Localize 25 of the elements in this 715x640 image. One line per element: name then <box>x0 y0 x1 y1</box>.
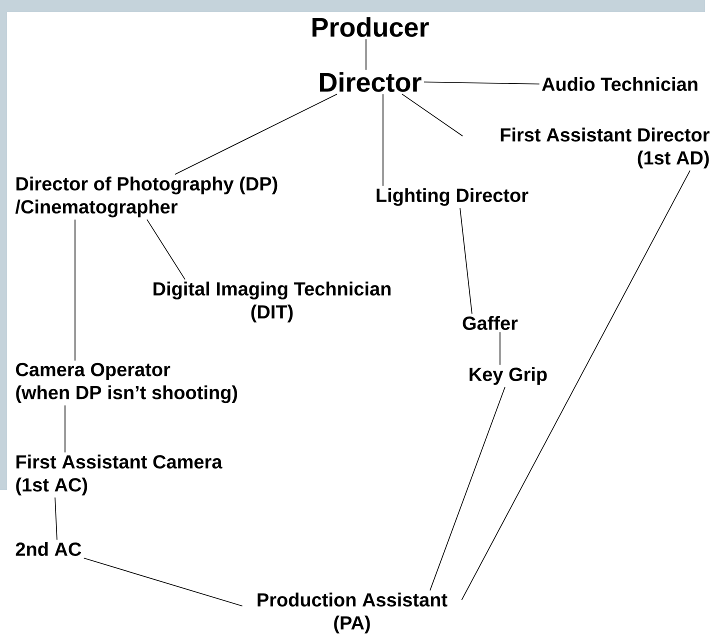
role-label: Key Grip <box>470 367 547 385</box>
connector-line <box>54 497 58 540</box>
role-label: Camera Operator (when DP isn’t shooting) <box>16 362 238 404</box>
role-label: Producer <box>312 17 429 37</box>
role-label: 2nd AC <box>16 542 82 556</box>
connector-line <box>64 404 66 453</box>
role-label: Director of Photography (DP) /Cinematographer <box>15 176 278 218</box>
connector-line <box>430 386 506 591</box>
role-label: First Assistant Camera (1st AC) <box>16 454 222 496</box>
connector-line <box>461 170 690 600</box>
connector-line <box>84 558 243 606</box>
connector-line <box>460 208 472 314</box>
connector-line <box>424 82 540 84</box>
role-label: Director <box>320 72 422 92</box>
connector-line <box>74 219 76 362</box>
role-label: Digital Imaging Technician (DIT) <box>154 282 391 322</box>
connector-line <box>174 94 338 175</box>
role-label: Audio Technician <box>542 77 698 91</box>
role-label: Lighting Director <box>376 188 528 206</box>
connector-line <box>402 94 463 136</box>
role-label: First Assistant Director (1st AD) <box>500 128 710 168</box>
role-label: Production Assistant (PA) <box>258 592 448 634</box>
connector-line <box>146 219 186 280</box>
connector-line <box>382 94 384 186</box>
role-label: Gaffer <box>462 316 518 330</box>
